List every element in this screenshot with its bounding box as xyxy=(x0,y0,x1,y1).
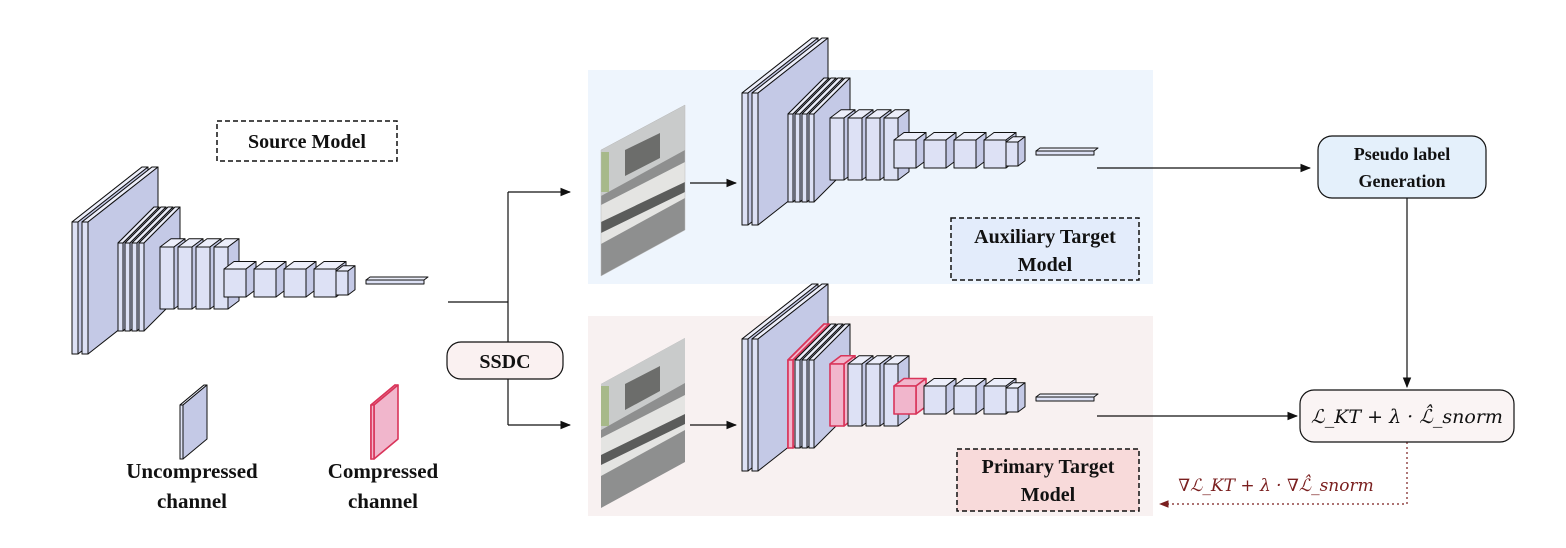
legend-uncompressed-swatch xyxy=(179,384,208,460)
gradient-arrow xyxy=(1159,442,1408,508)
loss-formula: ℒ_KT + λ · ℒ̂_snorm xyxy=(1311,404,1503,428)
legend-compressed-line1: Compressed xyxy=(328,459,439,483)
auxiliary-target-network xyxy=(741,37,1099,226)
pseudo-label-line2: Generation xyxy=(1359,171,1446,191)
pseudo-label-line1: Pseudo label xyxy=(1354,144,1451,164)
input-image-primary xyxy=(601,338,685,508)
auxiliary-label-line2: Model xyxy=(1018,254,1073,276)
legend-compressed-swatch xyxy=(370,384,399,460)
ssdc-label: SSDC xyxy=(479,351,530,373)
source-model-label-box xyxy=(216,120,398,162)
primary-label-line2: Model xyxy=(1021,484,1076,506)
source-model-network xyxy=(71,166,429,355)
primary-label-line1: Primary Target xyxy=(982,456,1115,478)
auxiliary-label-line1: Auxiliary Target xyxy=(974,226,1116,248)
legend-uncompressed-line1: Uncompressed xyxy=(126,459,258,483)
auxiliary-label-box xyxy=(950,217,1140,281)
primary-target-network xyxy=(741,283,1099,472)
ssdc-box xyxy=(446,341,564,380)
input-image-auxiliary xyxy=(600,104,686,277)
pseudo-label-box xyxy=(1317,135,1487,199)
primary-label-box xyxy=(956,448,1140,512)
loss-box xyxy=(1299,389,1515,443)
gradient-formula: ∇ℒ_KT + λ · ∇ℒ̂_snorm xyxy=(1178,474,1373,496)
legend-compressed-line2: channel xyxy=(348,489,418,513)
source-model-label: Source Model xyxy=(248,131,366,153)
legend-uncompressed-line2: channel xyxy=(157,489,227,513)
